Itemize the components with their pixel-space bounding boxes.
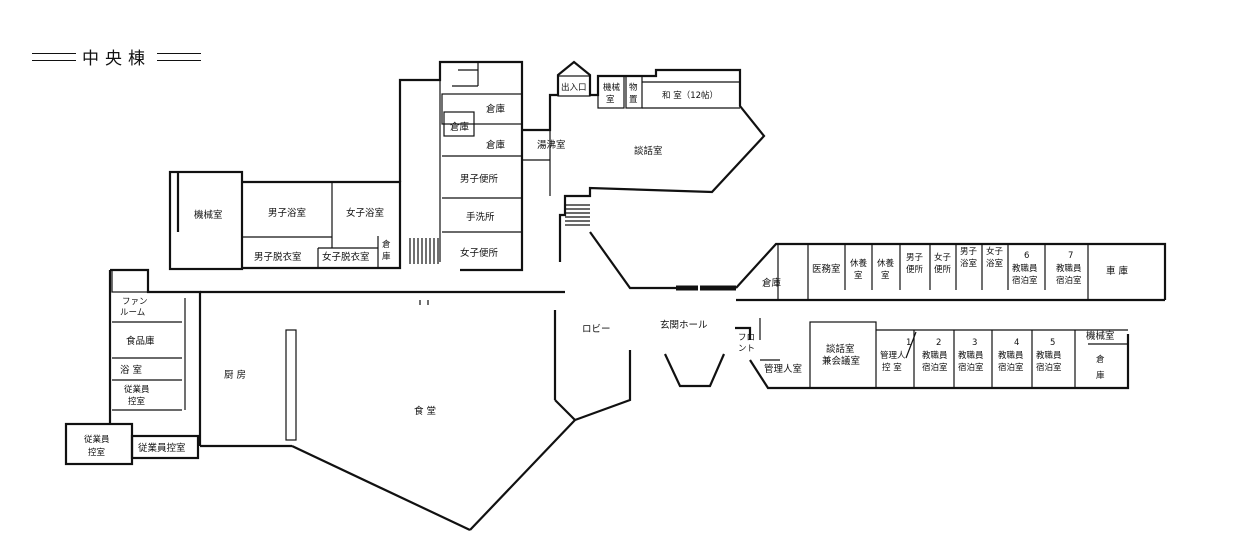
label-kyoshokuin-7-b: 宿泊室: [1056, 275, 1082, 286]
drawing-title: 中央棟: [32, 44, 201, 69]
label-kanrinin-hikae-2: 控 室: [882, 362, 902, 373]
title-left-rule: [32, 52, 76, 61]
label-kanrinin-shitsu: 管理人室: [764, 363, 802, 375]
west-wing-walls: [168, 170, 402, 271]
stair-lounge: [565, 204, 590, 226]
label-soko-lobby: 倉庫: [762, 277, 782, 289]
room-labels: 機械室 男子浴室 女子浴室 男子脱衣室 女子脱衣室 倉 庫 倉庫 倉庫 倉庫 男…: [84, 82, 1129, 458]
label-kyoshokuin-6-b: 宿泊室: [1012, 275, 1038, 286]
north-block-walls: [398, 60, 524, 272]
label-danshi-benjo-e-b: 便所: [906, 264, 924, 275]
label-yokushitsu: 浴 室: [120, 364, 142, 376]
label-danwashitsu-1: 談話室: [826, 343, 855, 355]
label-imushitsu: 医務室: [812, 263, 841, 275]
label-kyoshokuin-4-b: 宿泊室: [998, 362, 1024, 373]
label-kyoshokuin-2-a: 教職員: [922, 350, 948, 361]
label-kyoshokuin-5-a: 教職員: [1036, 350, 1062, 361]
label-soko-right: 倉庫: [486, 139, 506, 151]
label-shako: 車 庫: [1106, 265, 1129, 277]
label-kikaishitsu-right: 機械室: [1086, 330, 1115, 342]
label-jugyoin-hikae-2b: 控室: [88, 447, 106, 458]
label-kyoshokuin-7-a: 教職員: [1056, 263, 1082, 274]
label-shokudo: 食 堂: [414, 405, 436, 417]
title-right-rule: [157, 52, 201, 61]
label-soko-small-1: 倉: [382, 239, 391, 250]
label-kyoshokuin-2-num: 2: [936, 338, 941, 348]
label-deiriguchi: 出入口: [561, 82, 587, 93]
label-kyuyoshitsu-2a: 休養: [877, 258, 895, 269]
label-soko-mid: 倉庫: [450, 121, 470, 133]
label-soko-small-2: 庫: [382, 251, 391, 262]
label-joshi-benjo: 女子便所: [460, 247, 499, 259]
label-kyoshokuin-4-num: 4: [1014, 338, 1019, 348]
label-jugyoin-hikae-1a: 従業員: [124, 384, 150, 395]
label-kikaishitsu-left: 機械室: [194, 209, 223, 221]
label-kyoshokuin-5-b: 宿泊室: [1036, 362, 1062, 373]
stair-north: [409, 238, 439, 264]
label-joshi-yokushitsu: 女子浴室: [346, 207, 384, 219]
label-kyoshokuin-4-a: 教職員: [998, 350, 1024, 361]
label-danshi-benjo: 男子便所: [460, 173, 499, 185]
label-kyuyoshitsu-1b: 室: [854, 270, 863, 281]
label-jugyoin-hikae-3: 従業員控室: [138, 442, 186, 454]
label-butsuoki-1: 物: [629, 82, 638, 93]
label-kyuyoshitsu-2b: 室: [881, 270, 890, 281]
label-danwashitsu-2: 兼会議室: [822, 355, 860, 367]
label-kanrinin-hikae-num: 1: [906, 338, 911, 348]
label-joshi-yoku-e-a: 女子: [986, 246, 1004, 257]
label-butsuoki-2: 置: [629, 95, 638, 105]
label-kyoshokuin-6-a: 教職員: [1012, 263, 1038, 274]
label-front-1: フロ: [738, 333, 755, 343]
label-danwashitsu-top: 談話室: [634, 145, 663, 157]
label-kyoshokuin-7-num: 7: [1068, 251, 1073, 261]
label-kyoshokuin-6-num: 6: [1024, 251, 1029, 261]
label-fan-room-2: ルーム: [120, 308, 145, 318]
dining-hall-walls: [291, 300, 576, 531]
label-kyoshokuin-3-num: 3: [972, 338, 977, 348]
label-kyoshokuin-2-b: 宿泊室: [922, 362, 948, 373]
drawing-title-text: 中央棟: [82, 49, 151, 69]
label-joshi-yoku-e-b: 浴室: [986, 258, 1004, 269]
label-danshi-yoku-e-a: 男子: [960, 247, 978, 257]
label-jugyoin-hikae-1b: 控室: [128, 396, 146, 407]
label-kikaishitsu-top-2: 室: [606, 94, 615, 105]
label-tearaijo: 手洗所: [466, 211, 495, 223]
label-kikaishitsu-top-1: 機械: [603, 82, 621, 93]
label-fan-room-1: ファン: [122, 297, 148, 307]
label-danshi-datsuishitsu: 男子脱衣室: [254, 251, 302, 263]
label-kyoshokuin-5-num: 5: [1050, 338, 1055, 348]
label-danshi-yokushitsu: 男子浴室: [268, 207, 306, 219]
label-kanrinin-hikae-1: 管理人: [880, 350, 906, 361]
label-jugyoin-hikae-2a: 従業員: [84, 434, 110, 445]
label-chubo: 厨 房: [224, 369, 246, 381]
label-joshi-datsuishitsu: 女子脱衣室: [322, 251, 370, 263]
label-front-2: ント: [738, 344, 755, 354]
label-kyoshokuin-3-b: 宿泊室: [958, 362, 984, 373]
label-genkan-hall: 玄関ホール: [660, 319, 708, 331]
label-danshi-yoku-e-b: 浴室: [960, 258, 978, 269]
label-danshi-benjo-e-a: 男子: [906, 253, 924, 263]
service-block-walls: [64, 268, 565, 466]
label-yuwakashi: 湯沸室: [537, 139, 566, 151]
label-kyuyoshitsu-1a: 休養: [850, 258, 868, 269]
label-lobby: ロビー: [582, 324, 611, 335]
label-soko-far-2: 庫: [1096, 370, 1105, 381]
label-joshi-benjo-e-a: 女子: [934, 252, 952, 263]
label-soko-far-1: 倉: [1096, 354, 1105, 365]
label-joshi-benjo-e-b: 便所: [934, 264, 952, 275]
label-shokuhinko: 食品庫: [126, 335, 155, 347]
label-kyoshokuin-3-a: 教職員: [958, 350, 984, 361]
label-washitsu: 和 室（12帖）: [662, 90, 718, 101]
lounge-block-walls: [522, 60, 766, 262]
label-soko-top: 倉庫: [486, 103, 506, 115]
east-wing-walls: [777, 244, 1128, 389]
